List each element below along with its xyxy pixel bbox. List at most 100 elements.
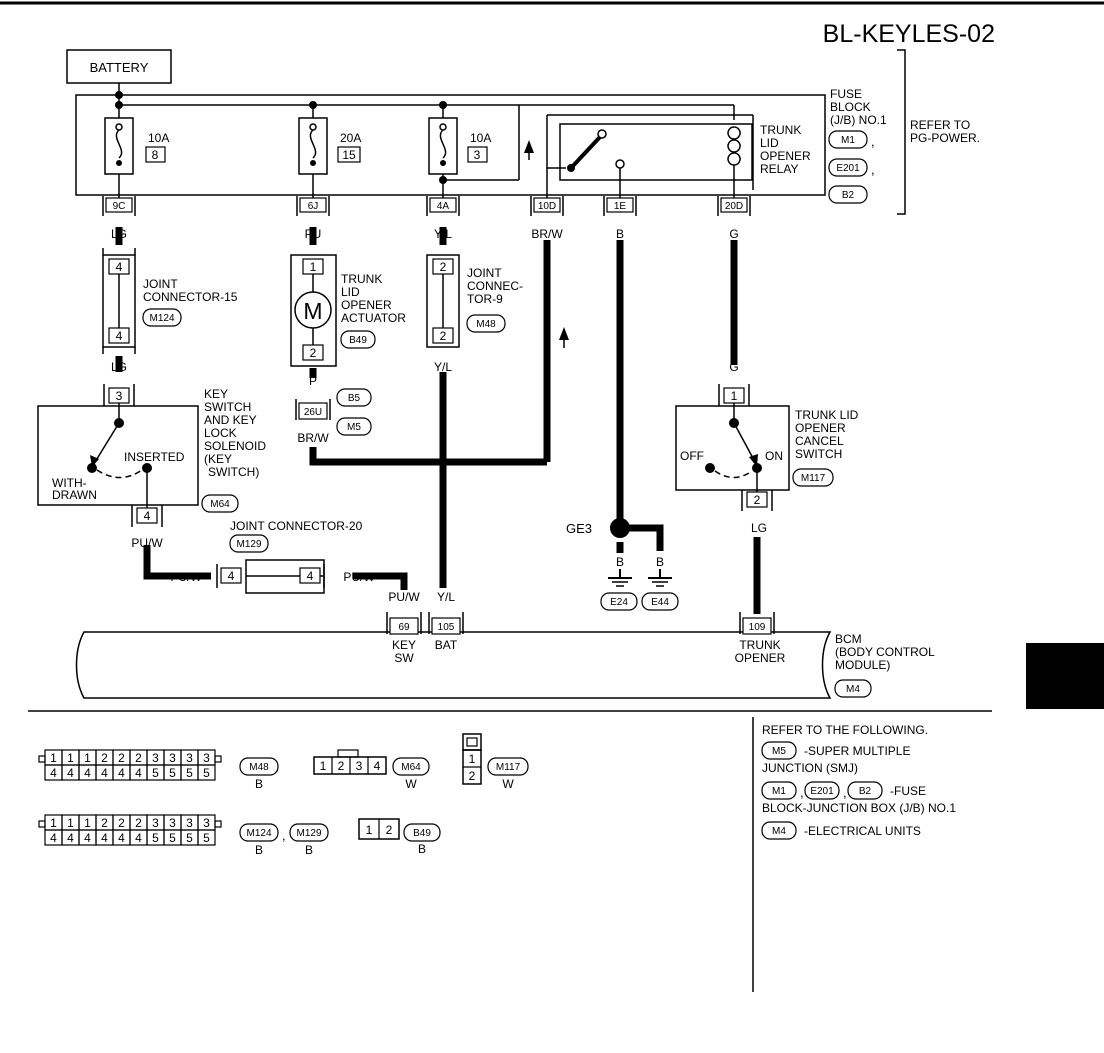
actuator-conn: B49 [349,335,367,346]
ground-e24: E24 [610,597,628,608]
wire-6j: PU [305,227,322,241]
m48-top-5: 2 [135,751,142,765]
fuse-8-num: 8 [152,148,159,162]
joint9-pin-bottom: 2 [440,329,447,343]
svg-text:,: , [282,828,286,843]
conn-b2: B2 [842,190,855,201]
wire-actuator-p: P [309,374,317,388]
joint20-label: JOINT CONNECTOR-20 [230,519,363,533]
m124-top-7: 3 [169,816,176,830]
joint9-pin-top: 2 [440,260,447,274]
m48-color: B [255,777,263,791]
ref-fb-conn-1: M1 [772,786,786,797]
fuse-block-label-2: BLOCK [830,100,871,114]
fuse-15-num: 15 [342,148,356,162]
cancel-label-3: CANCEL [795,434,844,448]
m129-id: M129 [296,828,321,839]
trunk-lid-opener-cancel-switch: 1 OFF ON 2 TRUNK LID OPENER CANCEL SWITC… [675,384,859,511]
wire-key-puw: PU/W [131,536,163,550]
wire-smj-brw: BR/W [297,431,329,445]
key-pos-withdrawn-2: DRAWN [52,488,97,502]
joint9-label-3: TOR-9 [467,292,503,306]
svg-text:,: , [843,785,847,800]
m117-id: M117 [496,762,521,773]
pin-1e: 1E [614,201,627,212]
m124-top-5: 2 [135,816,142,830]
wire-bcm-69: PU/W [388,590,420,604]
joint15-label-2: CONNECTOR-15 [143,290,238,304]
bcm-pin-69-name-2: SW [394,651,414,665]
m48-top-1: 1 [67,751,74,765]
pin-6j: 6J [308,201,319,212]
m48-bottom-6: 5 [152,766,159,780]
m124-top-8: 3 [186,816,193,830]
ref-fb-conn-3: B2 [859,786,872,797]
joint9-label-2: CONNEC- [467,279,523,293]
wire-bcm-105: Y/L [437,590,455,604]
wire-9c: LG [111,227,127,241]
m48-top-3: 2 [101,751,108,765]
smj-conn-b5: B5 [348,393,361,404]
m124-top-4: 2 [118,816,125,830]
refer-to-1: REFER TO [910,118,970,132]
m124-bottom-9: 5 [203,831,210,845]
page-id: BL-KEYLES-02 [823,20,995,48]
bcm-pin-69-name-1: KEY [392,638,416,652]
pin-10d: 10D [538,201,556,212]
wire-cancel-lg: LG [751,521,767,535]
bcm-pin-105: 105 [438,622,455,633]
m64-id: M64 [401,762,421,773]
key-pos-withdrawn-1: WITH- [52,476,87,490]
section-tab [1026,643,1104,709]
svg-text:,: , [800,785,804,800]
m48-bottom-1: 4 [67,766,74,780]
ref-fb-text-1: -FUSE [890,784,926,798]
m48-top-0: 1 [50,751,57,765]
bcm-label-3: MODULE) [835,658,890,672]
fuse-15: 20A 15 [298,105,361,200]
m124-top-6: 3 [152,816,159,830]
key-switch-label-5: SOLENOID [204,439,266,453]
ref-eu-conn: M4 [772,826,786,837]
m124-top-1: 1 [67,816,74,830]
b49-color: B [418,842,426,856]
fuse-block-label-3: (J/B) NO.1 [830,113,887,127]
m124-bottom-7: 5 [169,831,176,845]
key-switch-label-3: AND KEY [204,413,257,427]
key-switch-label-6: (KEY [204,452,232,466]
pin-9c: 9C [113,201,126,212]
fuse-block-label: FUSE BLOCK (J/B) NO.1 M1 , E201 , B2 REF… [828,49,980,215]
m48-bottom-9: 5 [203,766,210,780]
joint9-conn: M48 [476,319,496,330]
b49-id: B49 [413,828,431,839]
m117-color: W [502,777,514,791]
joint15-pin-top: 4 [116,260,123,274]
fuse-3: 10A 3 [428,105,491,200]
pin-20d: 20D [725,201,743,212]
key-pos-inserted: INSERTED [124,450,185,464]
m124-color: B [255,843,263,857]
m124-bottom-8: 5 [186,831,193,845]
key-switch-pin-top: 3 [116,389,123,403]
ground-e44: E44 [651,597,669,608]
actuator-label-2: LID [341,285,360,299]
m124-top-0: 1 [50,816,57,830]
key-switch: 3 INSERTED WITH- DRAWN 4 KEY SWITCH AND … [37,384,266,527]
m64-color: W [405,777,417,791]
m124-bottom-3: 4 [101,831,108,845]
wire-gnd-1: B [616,555,624,569]
bcm-conn: M4 [846,684,860,695]
ref-fb-conn-2: E201 [810,786,834,797]
relay-label-4: RELAY [760,162,798,176]
m48-bottom-0: 4 [50,766,57,780]
fuse-3-amp: 10A [470,131,491,145]
ref-smj-text-1: -SUPER MULTIPLE [804,744,910,758]
key-switch-label-1: KEY [204,387,228,401]
actuator-pin-bottom: 2 [310,346,317,360]
m48-bottom-5: 4 [135,766,142,780]
m48-bottom-4: 4 [118,766,125,780]
key-switch-label-2: SWITCH [204,400,251,414]
cancel-pin-bottom: 2 [754,493,761,507]
